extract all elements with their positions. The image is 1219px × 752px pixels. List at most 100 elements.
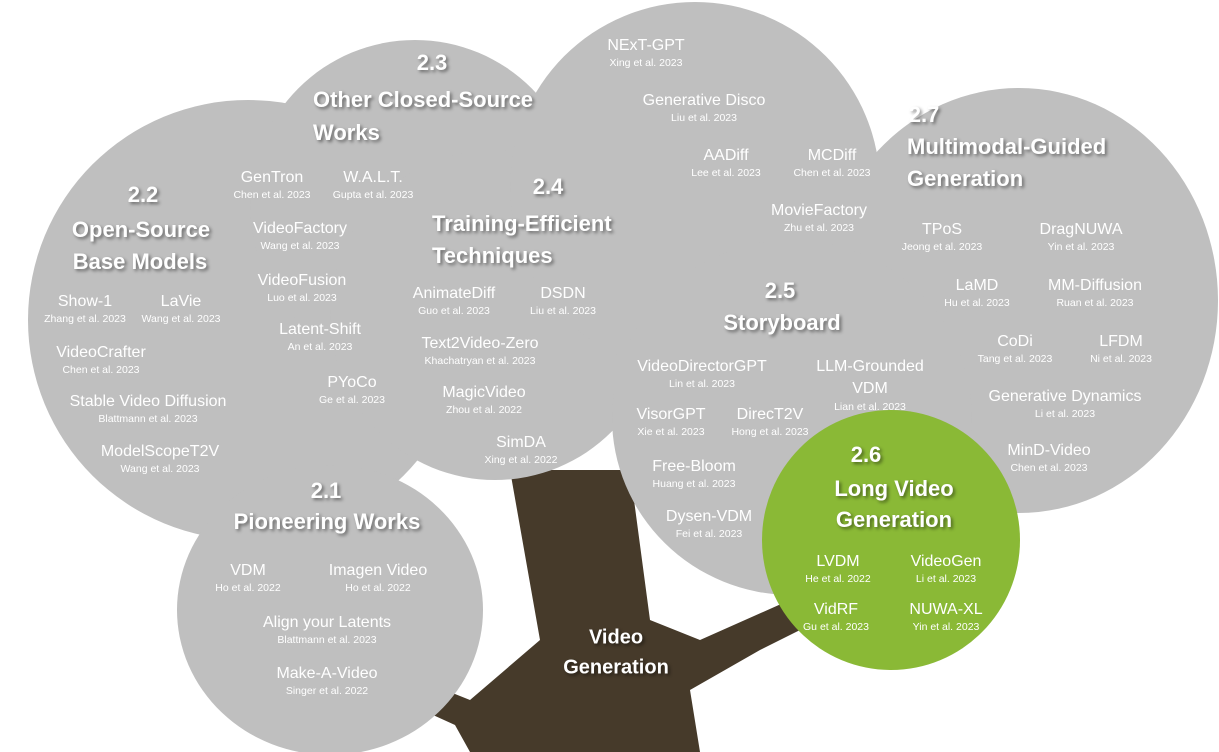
method-citation: He et al. 2022 xyxy=(805,573,871,585)
method-name: MovieFactory xyxy=(770,202,868,219)
method-name: LLM-Grounded VDM xyxy=(816,358,924,397)
section-number: 2.5 xyxy=(764,278,796,303)
method-name: Imagen Video xyxy=(328,562,428,579)
section-title: Works xyxy=(313,120,380,145)
method-citation: Fei et al. 2023 xyxy=(675,528,743,540)
method-name: Stable Video Diffusion xyxy=(69,393,227,410)
method-citation: Ho et al. 2022 xyxy=(215,582,281,594)
method-citation: Lin et al. 2023 xyxy=(669,378,735,390)
section-title: Generation xyxy=(907,166,1024,191)
method-citation: Jeong et al. 2023 xyxy=(901,241,983,253)
method-name: Show-1 xyxy=(57,293,113,310)
section-title: Multimodal-Guided xyxy=(907,134,1107,159)
method-name: Dysen-VDM xyxy=(665,508,753,525)
section-number: 2.2 xyxy=(127,182,159,207)
method-name: AADiff xyxy=(703,147,749,164)
method-citation: Hong et al. 2023 xyxy=(731,426,809,438)
method-name: ModelScopeT2V xyxy=(100,443,220,460)
method-citation: Hu et al. 2023 xyxy=(944,297,1010,309)
method-name: GenTron xyxy=(240,169,304,186)
method-name: LaVie xyxy=(160,293,202,310)
method-citation: Gupta et al. 2023 xyxy=(332,189,414,201)
method-citation: Yin et al. 2023 xyxy=(912,621,980,633)
method-name: DragNUWA xyxy=(1039,221,1123,238)
method-citation: Xing et al. 2023 xyxy=(609,57,683,69)
root-label-line-1: Video xyxy=(588,626,644,649)
method-citation: Yin et al. 2023 xyxy=(1047,241,1115,253)
method-name: Generative Dynamics xyxy=(988,388,1142,405)
method-citation: Wang et al. 2023 xyxy=(141,313,221,325)
method-name: Text2Video-Zero xyxy=(421,335,539,352)
bubble-2-1 xyxy=(177,465,483,752)
method-name: VidRF xyxy=(813,601,859,618)
method-name: VideoDirectorGPT xyxy=(637,358,767,375)
method-citation: Liu et al. 2023 xyxy=(530,305,596,317)
method-name: Make-A-Video xyxy=(276,665,378,682)
method-citation: Ni et al. 2023 xyxy=(1090,353,1152,365)
method-citation: Blattmann et al. 2023 xyxy=(277,634,377,646)
method-citation: Ho et al. 2022 xyxy=(345,582,411,594)
method-name: VisorGPT xyxy=(636,406,706,423)
method-citation: Liu et al. 2023 xyxy=(671,112,737,124)
method-citation: Khachatryan et al. 2023 xyxy=(424,355,536,367)
method-name: NExT-GPT xyxy=(607,37,685,54)
method-citation: An et al. 2023 xyxy=(287,341,353,353)
method-name: SimDA xyxy=(496,434,546,451)
method-citation: Tang et al. 2023 xyxy=(977,353,1053,365)
method-citation: Wang et al. 2023 xyxy=(260,240,340,252)
section-title: Techniques xyxy=(432,243,553,268)
method-name: LFDM xyxy=(1099,333,1143,350)
method-name: AnimateDiff xyxy=(412,285,496,302)
section-title: Storyboard xyxy=(723,310,841,335)
section-number: 2.3 xyxy=(416,50,448,75)
method-name: W.A.L.T. xyxy=(343,169,403,186)
method-name: LVDM xyxy=(816,553,860,570)
method-citation: Li et al. 2023 xyxy=(1034,408,1096,420)
method-name: MCDiff xyxy=(807,147,857,164)
method-name: DSDN xyxy=(540,285,586,302)
method-name: NUWA-XL xyxy=(909,601,983,618)
method-name: Free-Bloom xyxy=(652,458,736,475)
section-title: Other Closed-Source xyxy=(313,87,534,112)
method-citation: Chen et al. 2023 xyxy=(62,364,140,376)
root-label-line-2: Generation xyxy=(563,656,669,679)
method-citation: Chen et al. 2023 xyxy=(1010,462,1088,474)
method-citation: Xie et al. 2023 xyxy=(637,426,705,438)
method-name: VideoFactory xyxy=(253,220,347,237)
method-name: TPoS xyxy=(921,221,963,238)
section-title: Open-Source xyxy=(71,217,211,242)
method-citation: Luo et al. 2023 xyxy=(267,292,337,304)
method-citation: Ruan et al. 2023 xyxy=(1056,297,1134,309)
method-citation: Zhu et al. 2023 xyxy=(783,222,855,234)
method-citation: Gu et al. 2023 xyxy=(803,621,869,633)
method-name: MinD-Video xyxy=(1007,442,1091,459)
method-citation: Singer et al. 2022 xyxy=(285,685,369,697)
method-citation: Li et al. 2023 xyxy=(915,573,977,585)
method-citation: Wang et al. 2023 xyxy=(120,463,200,475)
section-number: 2.6 xyxy=(850,442,882,467)
method-citation: Chen et al. 2023 xyxy=(233,189,311,201)
method-name: DirecT2V xyxy=(736,406,804,423)
section-number: 2.4 xyxy=(532,174,564,199)
method-citation: Blattmann et al. 2023 xyxy=(98,413,198,425)
method-citation: Lee et al. 2023 xyxy=(691,167,761,179)
method-name: MM-Diffusion xyxy=(1048,277,1142,294)
method-name: Latent-Shift xyxy=(279,321,361,338)
section-title: Generation xyxy=(835,507,953,532)
method-citation: Guo et al. 2023 xyxy=(418,305,490,317)
method-name: VideoFusion xyxy=(257,272,347,289)
method-name: MagicVideo xyxy=(442,384,526,401)
method-name: Generative Disco xyxy=(642,92,766,109)
section-title: Base Models xyxy=(72,249,208,274)
method-citation: Zhang et al. 2023 xyxy=(44,313,126,325)
method-name: VideoCrafter xyxy=(56,344,146,361)
method-name: LaMD xyxy=(955,277,999,294)
method-citation: Huang et al. 2023 xyxy=(652,478,736,490)
method-citation: Xing et al. 2022 xyxy=(484,454,558,466)
method-citation: Zhou et al. 2022 xyxy=(446,404,522,416)
method-citation: Lian et al. 2023 xyxy=(834,401,906,413)
bubble-2-6 xyxy=(762,410,1020,670)
method-citation: Chen et al. 2023 xyxy=(793,167,871,179)
section-title: Pioneering Works xyxy=(233,509,421,534)
